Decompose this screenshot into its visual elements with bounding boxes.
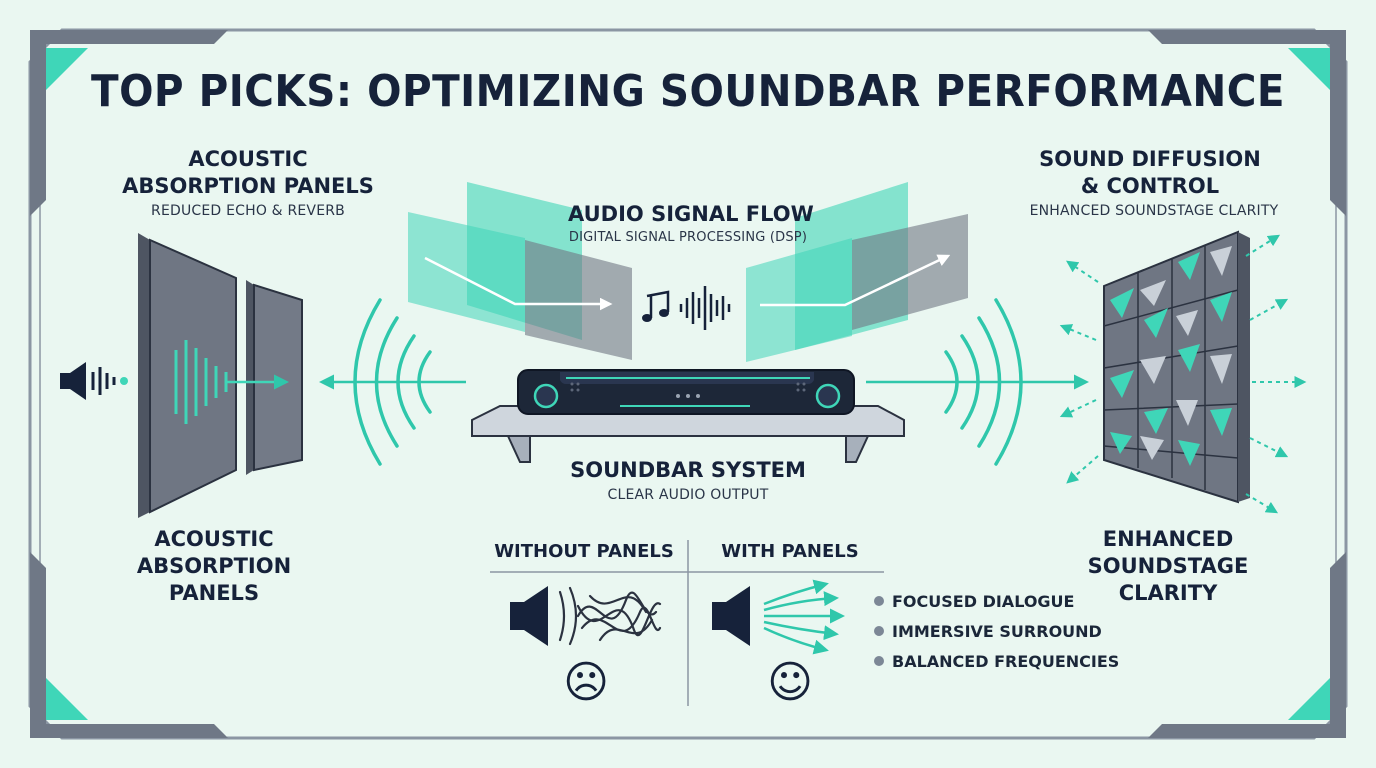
right-heading-line: & CONTROL — [1080, 174, 1220, 198]
soundbar-illustration — [471, 369, 905, 463]
right-panel-heading: SOUND DIFFUSION & CONTROL — [1018, 146, 1282, 200]
left-bottom-line: ABSORPTION — [136, 554, 292, 578]
right-bottom-line: CLARITY — [1118, 581, 1218, 605]
focused-sound-arrows — [763, 579, 845, 655]
sad-face-icon: ☹ — [563, 657, 609, 708]
bullet-dot — [874, 596, 884, 606]
left-bottom-line: PANELS — [168, 581, 260, 605]
list-item: IMMERSIVE SURROUND — [874, 616, 1119, 646]
audio-signal-flow-heading: AUDIO SIGNAL FLOW — [568, 202, 814, 226]
audio-signal-flow-illustration — [408, 182, 968, 362]
right-bottom-line: SOUNDSTAGE — [1087, 554, 1249, 578]
right-bottom-line: ENHANCED — [1102, 527, 1234, 551]
benefit-text: BALANCED FREQUENCIES — [892, 651, 1120, 671]
speaker-icon-with-panels — [712, 586, 750, 646]
page-title: TOP PICKS: OPTIMIZING SOUNDBAR PERFORMAN… — [90, 66, 1285, 117]
speaker-icon-without-panels — [510, 586, 548, 646]
happy-face-icon: ☺ — [767, 657, 813, 708]
music-note-icon — [642, 290, 670, 322]
bullet-dot — [874, 626, 884, 636]
sound-diffusion-illustration — [866, 230, 1307, 514]
soundbar-system-subtitle: CLEAR AUDIO OUTPUT — [607, 487, 769, 503]
right-heading-line: SOUND DIFFUSION — [1039, 147, 1261, 171]
without-panels-label: WITHOUT PANELS — [494, 541, 674, 562]
right-sound-arcs — [944, 298, 1023, 466]
sound-wave-icon — [174, 340, 228, 424]
benefit-text: FOCUSED DIALOGUE — [892, 591, 1075, 611]
bullet-dot — [874, 656, 884, 666]
left-panel-heading: ACOUSTIC ABSORPTION PANELS — [108, 146, 388, 200]
list-item: FOCUSED DIALOGUE — [874, 586, 1119, 616]
speaker-icon-left — [60, 362, 128, 400]
left-bottom-label: ACOUSTIC ABSORPTION PANELS — [114, 526, 314, 607]
left-heading-line: ACOUSTIC — [188, 147, 308, 171]
left-bottom-line: ACOUSTIC — [154, 527, 274, 551]
right-bottom-label: ENHANCED SOUNDSTAGE CLARITY — [1068, 526, 1268, 607]
benefits-list: FOCUSED DIALOGUE IMMERSIVE SURROUND BALA… — [874, 586, 1119, 676]
soundbar-system-heading: SOUNDBAR SYSTEM — [570, 458, 806, 482]
benefit-text: IMMERSIVE SURROUND — [892, 621, 1102, 641]
comparison-dividers — [490, 540, 884, 706]
audio-signal-flow-subtitle: DIGITAL SIGNAL PROCESSING (DSP) — [568, 230, 808, 245]
frame-corner-accents — [30, 30, 1346, 738]
left-panel-subtitle: REDUCED ECHO & REVERB — [151, 203, 345, 219]
left-heading-line: ABSORPTION PANELS — [122, 174, 374, 198]
with-panels-label: WITH PANELS — [721, 541, 859, 562]
sound-wave-icon — [679, 286, 731, 330]
acoustic-absorption-panels-illustration — [60, 233, 466, 518]
chaotic-sound-waves — [558, 586, 662, 646]
list-item: BALANCED FREQUENCIES — [874, 646, 1119, 676]
right-panel-subtitle: ENHANCED SOUNDSTAGE CLARITY — [1029, 203, 1279, 219]
